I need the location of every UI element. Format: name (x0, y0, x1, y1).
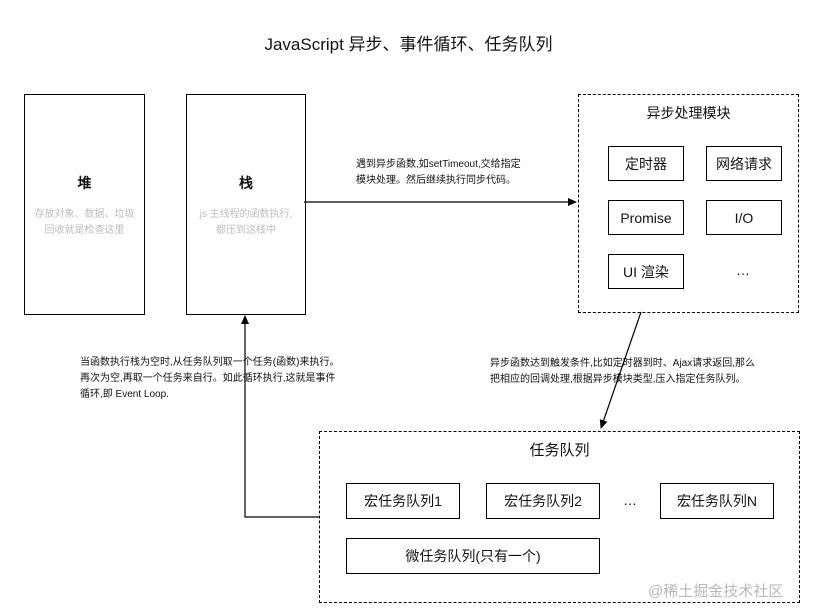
macro-queue-n: 宏任务队列N (660, 483, 774, 519)
heap-desc-line1: 存放对象、数据、垃圾 (34, 209, 135, 220)
diagram-title: JavaScript 异步、事件循环、任务队列 (264, 35, 553, 54)
async-item-network: 网络请求 (706, 146, 782, 181)
async-item-timer: 定时器 (608, 146, 684, 181)
macro-queue-ellipsis: … (623, 492, 637, 508)
stack-box: 栈 js 主线程的函数执行, 都压到这栈中 (186, 94, 306, 315)
stack-label: 栈 (239, 175, 253, 191)
macro-queue-1: 宏任务队列1 (346, 483, 460, 519)
arrow-async-to-queue (599, 311, 642, 429)
heap-label: 堆 (77, 175, 92, 191)
async-module-title: 异步处理模块 (646, 105, 731, 121)
stack-desc-line1: js 主线程的函数执行, (199, 209, 293, 220)
arrow-queue-to-stack (241, 315, 319, 518)
note-event-loop-line1: 当函数执行栈为空时,从任务队列取一个任务(函数)来执行。 (80, 357, 340, 368)
async-module-container: 异步处理模块 (578, 94, 799, 313)
async-item-ui-render: UI 渲染 (608, 254, 684, 289)
watermark: @稀土掘金技术社区 (648, 583, 784, 600)
note-to-async-line1: 遇到异步函数,如setTimeout,交给指定 (356, 159, 521, 170)
note-event-loop-line3: 循环,即 Event Loop. (80, 389, 169, 400)
task-queue-container: 任务队列 (319, 431, 800, 603)
heap-box: 堆 存放对象、数据、垃圾 回收就是检查这里 (24, 94, 145, 315)
stack-desc-line2: 都压到这栈中 (216, 225, 276, 236)
async-item-promise: Promise (608, 200, 684, 235)
note-to-queue-line1: 异步函数达到触发条件,比如定时器到时、Ajax请求返回,那么 (490, 358, 756, 369)
macro-queue-2: 宏任务队列2 (486, 483, 600, 519)
heap-desc-line2: 回收就是检查这里 (44, 225, 125, 236)
note-to-async-line2: 模块处理。然后继续执行同步代码。 (356, 175, 516, 186)
async-item-io: I/O (706, 200, 782, 235)
async-item-more: … (736, 262, 750, 278)
note-event-loop-line2: 再次为空,再取一个任务来自行。如此循环执行,这就是事件 (80, 373, 336, 384)
micro-queue: 微任务队列(只有一个) (346, 538, 600, 574)
task-queue-title: 任务队列 (529, 442, 590, 459)
